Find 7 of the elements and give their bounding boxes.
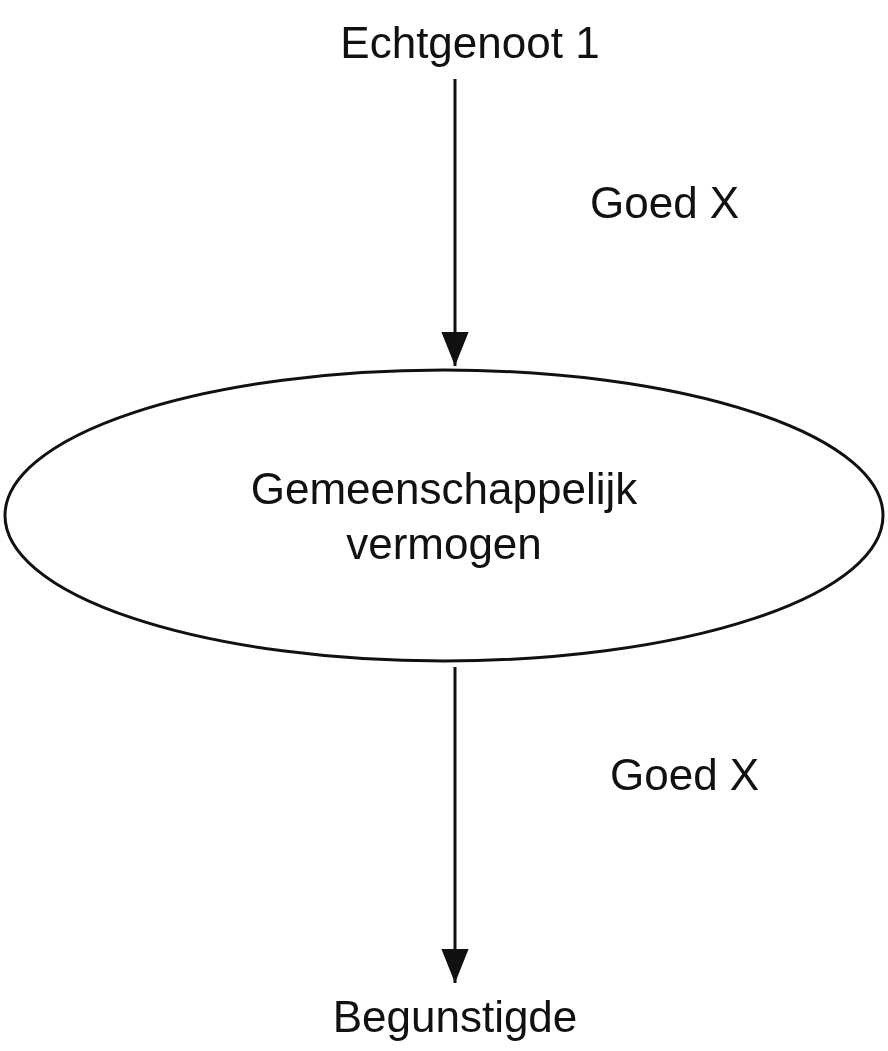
node-label: Gemeenschappelijk vermogen (249, 462, 639, 570)
node-text: Echtgenoot 1 (340, 17, 600, 69)
edge-label: Goed X (610, 750, 760, 800)
arrow (441, 79, 469, 366)
node-text: Begunstigde (332, 990, 578, 1043)
arrow (441, 667, 469, 983)
edge-label: Goed X (590, 178, 740, 228)
